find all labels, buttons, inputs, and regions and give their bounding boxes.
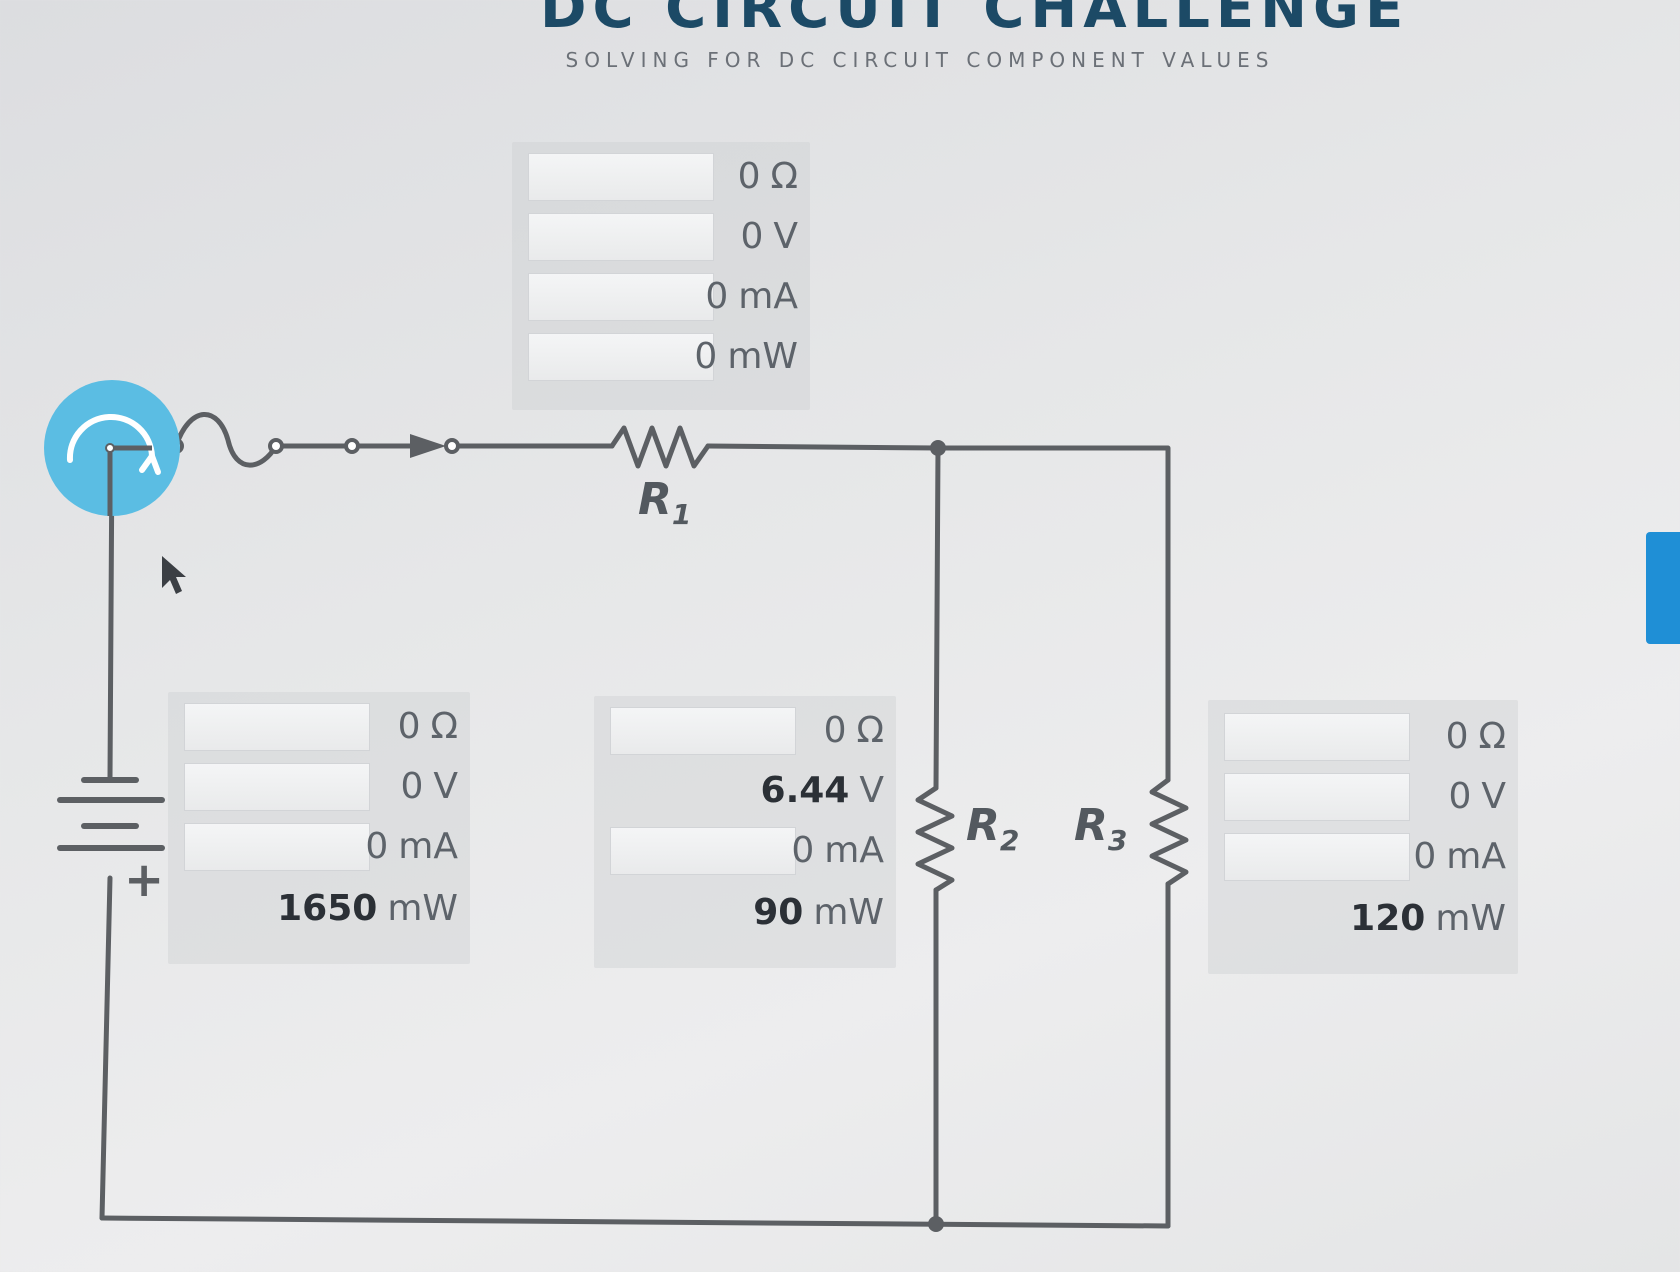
source-power-value: 1650 [277, 888, 378, 929]
battery-plus-label: + [124, 852, 165, 908]
r1-resistance-unit: Ω [770, 156, 798, 197]
side-panel-toggle-button[interactable] [1646, 532, 1680, 644]
r3-current-unit: mA [1446, 836, 1506, 877]
r2-resistance-value: 0 [823, 710, 847, 751]
r3-power-unit: mW [1435, 898, 1506, 939]
wire-r2-top [933, 445, 941, 791]
r1-subscript: 1 [671, 497, 692, 531]
source-power-unit: mW [387, 888, 458, 929]
r2-resistance-input[interactable] [610, 707, 796, 755]
power-toggle-button[interactable] [44, 380, 180, 516]
terminal-c [344, 438, 360, 454]
r3-subscript: 3 [1107, 823, 1128, 857]
page-subtitle: SOLVING FOR DC CIRCUIT COMPONENT VALUES [565, 48, 1275, 72]
source-current-input[interactable] [184, 823, 370, 871]
source-voltage-unit: V [433, 766, 458, 807]
source-voltage-input[interactable] [184, 763, 370, 811]
r2-resistance-unit: Ω [856, 710, 884, 751]
power-toggle-icon [66, 413, 161, 516]
page-title: DC CIRCUIT CHALLENGE [540, 0, 1410, 41]
source-resistance-value: 0 [397, 706, 421, 747]
r2-subscript: 2 [999, 823, 1020, 857]
r1-label: R1 [638, 474, 691, 531]
resistor-r2 [915, 785, 955, 893]
r1-voltage-value: 0 [740, 216, 764, 257]
r1-power-unit: mW [727, 336, 798, 377]
r1-letter: R [638, 474, 672, 525]
r3-power-value: 120 [1350, 898, 1426, 939]
fuse-icon [173, 412, 279, 468]
r2-current-input[interactable] [610, 827, 796, 875]
r3-letter: R [1074, 800, 1108, 851]
r1-resistance-value: 0 [737, 156, 761, 197]
r1-resistance-input[interactable] [528, 153, 714, 201]
r1-voltage-unit: V [773, 216, 798, 257]
r3-label: R3 [1074, 800, 1127, 857]
r3-voltage-value: 0 [1448, 776, 1472, 817]
resistor-r1 [609, 425, 711, 469]
mouse-pointer-icon [162, 556, 186, 594]
r2-voltage-unit: V [859, 770, 884, 811]
node-bottom [928, 1216, 944, 1232]
r3-current-input[interactable] [1224, 833, 1410, 881]
r3-current-value: 0 [1413, 836, 1437, 877]
r2-label: R2 [966, 800, 1019, 857]
battery-icon [57, 777, 165, 851]
r1-power-input[interactable] [528, 333, 714, 381]
r1-power-value: 0 [694, 336, 718, 377]
diode-icon [410, 434, 446, 458]
terminal-d [444, 438, 460, 454]
r2-current-value: 0 [791, 830, 815, 871]
resistor-r3 [1149, 777, 1189, 887]
r1-current-value: 0 [705, 276, 729, 317]
source-current-value: 0 [365, 826, 389, 867]
source-current-unit: mA [398, 826, 458, 867]
r3-resistance-unit: Ω [1478, 716, 1506, 757]
r3-voltage-unit: V [1481, 776, 1506, 817]
wire-top-e [935, 445, 1171, 783]
r2-letter: R [966, 800, 1000, 851]
terminal-b [268, 438, 284, 454]
r3-resistance-value: 0 [1445, 716, 1469, 757]
wire-top-d [705, 443, 941, 451]
r1-current-input[interactable] [528, 273, 714, 321]
r1-current-unit: mA [738, 276, 798, 317]
wire-left-lower [99, 875, 113, 1221]
node-top [930, 440, 946, 456]
wire-bottom [99, 1215, 1171, 1229]
source-resistance-unit: Ω [430, 706, 458, 747]
r3-voltage-input[interactable] [1224, 773, 1410, 821]
source-resistance-input[interactable] [184, 703, 370, 751]
r2-power-value: 90 [753, 892, 804, 933]
r2-power-unit: mW [813, 892, 884, 933]
r3-resistance-input[interactable] [1224, 713, 1410, 761]
r2-voltage-value: 6.44 [760, 770, 850, 811]
r2-current-unit: mA [824, 830, 884, 871]
r1-voltage-input[interactable] [528, 213, 714, 261]
source-voltage-value: 0 [400, 766, 424, 807]
